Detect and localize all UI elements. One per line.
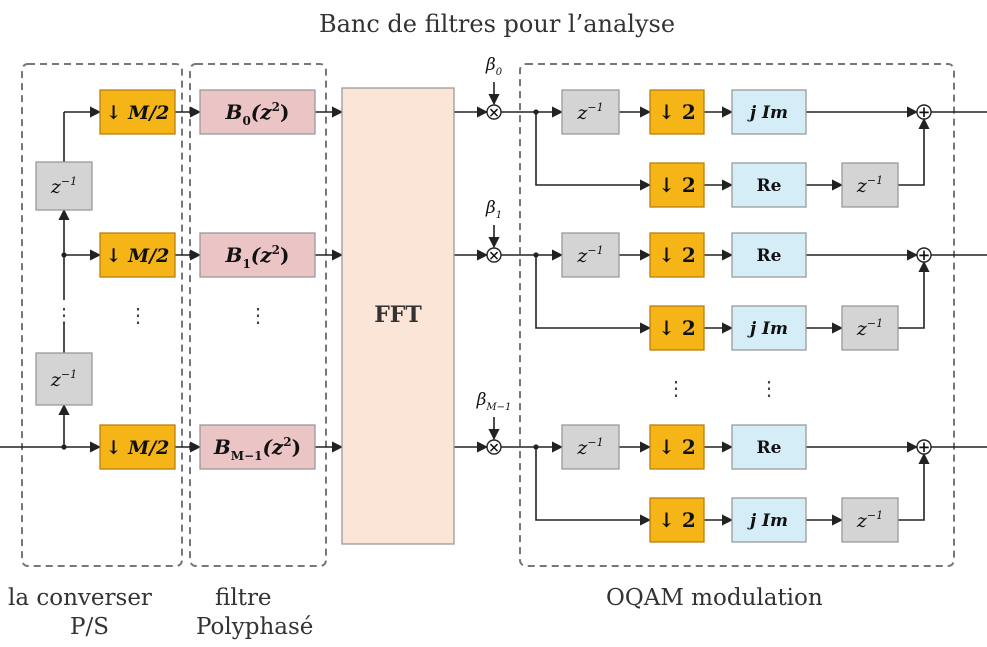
wire	[898, 260, 930, 329]
wire	[898, 452, 930, 521]
delay-label: z−1	[50, 368, 77, 391]
delay-block	[561, 232, 620, 278]
downsample-m-label: ↓ M/2	[106, 102, 170, 124]
downsample-2-block	[649, 497, 705, 543]
polyphase-frame	[189, 63, 327, 567]
imag-part-block	[731, 305, 807, 351]
polyphase-filter-label: B0(z2)	[225, 100, 290, 128]
oqam-frame	[519, 63, 955, 567]
multiplier-node	[486, 104, 502, 120]
delay-block	[35, 161, 93, 211]
downsample-2-label: ↓ 2	[658, 100, 696, 124]
downsample-2-label: ↓ 2	[658, 435, 696, 459]
downsample-m-label: ↓ M/2	[106, 245, 170, 267]
adder-symbol: +	[918, 103, 931, 121]
ellipsis: ⋮	[666, 376, 686, 400]
downsample-m-block	[99, 89, 176, 135]
phase-factor-label: βM−1	[476, 390, 512, 413]
delay-label: z−1	[856, 174, 883, 197]
downsample-2-label: ↓ 2	[658, 508, 696, 532]
downsample-2-label: ↓ 2	[658, 243, 696, 267]
multiplier-symbol: ×	[488, 440, 500, 456]
delay-block	[35, 352, 93, 406]
oqam-caption: OQAM modulation	[606, 585, 823, 611]
delay-label: z−1	[576, 436, 603, 459]
downsample-m-block	[99, 424, 176, 470]
poly-caption-line2: Polyphasé	[196, 614, 314, 640]
delay-block	[841, 305, 899, 351]
downsample-2-label: ↓ 2	[658, 173, 696, 197]
phase-factor-label: β0	[485, 55, 503, 78]
imag-part-block	[731, 89, 807, 135]
fft-block	[341, 87, 455, 545]
multiplier-node	[486, 439, 502, 455]
delay-block	[841, 497, 899, 543]
downsample-2-block	[649, 89, 705, 135]
adder-node	[916, 247, 932, 263]
delay-block	[561, 424, 620, 470]
real-part-block	[731, 232, 807, 278]
delay-label: z−1	[576, 101, 603, 124]
downsample-2-block	[649, 162, 705, 208]
adder-node	[916, 439, 932, 455]
imag-part-label: j Im	[747, 319, 788, 339]
polyphase-filter-label: BM−1(z2)	[213, 435, 301, 463]
wire	[535, 255, 652, 334]
downsample-m-label: ↓ M/2	[106, 437, 170, 459]
downsample-2-block	[649, 305, 705, 351]
multiplier-symbol: ×	[488, 248, 500, 264]
wire	[535, 112, 652, 191]
ps-caption-line1: la converser	[8, 585, 152, 611]
ps-converter-frame	[21, 63, 183, 567]
multiplier-symbol: ×	[488, 105, 500, 121]
adder-symbol: +	[918, 246, 931, 264]
downsample-2-label: ↓ 2	[658, 316, 696, 340]
polyphase-filter-label: B1(z2)	[225, 243, 290, 271]
fft-label: FFT	[374, 302, 422, 328]
polyphase-filter-block	[199, 424, 316, 470]
real-part-block	[731, 424, 807, 470]
downsample-2-block	[649, 232, 705, 278]
delay-label: z−1	[50, 175, 77, 198]
delay-label: z−1	[856, 509, 883, 532]
delay-block	[561, 89, 620, 135]
delay-block	[841, 162, 899, 208]
ellipsis: ⋮	[759, 376, 779, 400]
real-part-label: Re	[757, 246, 782, 266]
imag-part-label: j Im	[747, 511, 788, 531]
multiplier-node	[486, 247, 502, 263]
downsample-2-block	[649, 424, 705, 470]
signal-wires	[0, 82, 987, 526]
phase-factor-label: β1	[485, 198, 502, 221]
blocks-layer: z−1 z−1 ⋮ FFT ↓ M/2 B0(z2) × β0 z−1 ↓ 2 j Im + ↓ 2 Re…	[35, 55, 932, 545]
adder-symbol: +	[918, 438, 931, 456]
ellipsis: ⋮	[248, 303, 268, 327]
delay-label: z−1	[856, 317, 883, 340]
diagram-title: Banc de filtres pour l’analyse	[319, 10, 675, 38]
imag-part-block	[731, 497, 807, 543]
ellipsis: ⋮	[54, 303, 74, 327]
wire	[535, 447, 652, 526]
ps-caption-line2: P/S	[70, 614, 109, 640]
polyphase-filter-block	[199, 232, 316, 278]
polyphase-filter-block	[199, 89, 316, 135]
imag-part-label: j Im	[747, 103, 788, 123]
adder-node	[916, 104, 932, 120]
downsample-m-block	[99, 232, 176, 278]
delay-label: z−1	[576, 244, 603, 267]
junction-dot	[61, 444, 67, 450]
real-part-block	[731, 162, 807, 208]
poly-caption-line1: filtre	[215, 585, 272, 611]
real-part-label: Re	[757, 176, 782, 196]
real-part-label: Re	[757, 438, 782, 458]
ellipsis: ⋮	[128, 303, 148, 327]
junction-dot	[61, 252, 67, 258]
wire	[898, 117, 930, 186]
